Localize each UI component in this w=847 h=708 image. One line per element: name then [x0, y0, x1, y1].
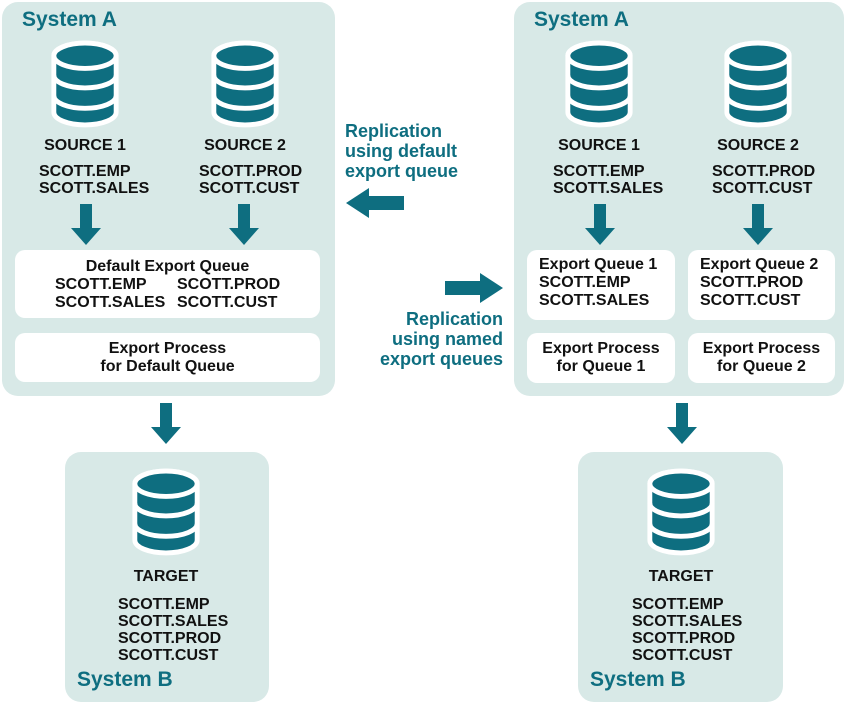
arrow-right-icon — [445, 273, 503, 303]
default-export-queue-tables: SCOTT.EMP SCOTT.SALES SCOTT.PROD SCOTT.C… — [15, 276, 320, 312]
label-line: Replication — [345, 121, 443, 141]
table-name: SCOTT.SALES — [118, 613, 229, 630]
arrow-down-icon — [229, 204, 259, 245]
table-name: SCOTT.PROD — [632, 630, 736, 647]
table-name: SCOTT.PROD — [118, 630, 222, 647]
target-label: TARGET — [133, 568, 199, 585]
source-2-tables: SCOTT.PROD SCOTT.CUST — [199, 163, 302, 197]
export-queue-1-title: Export Queue 1 — [539, 256, 658, 273]
default-export-queue-box: Default Export Queue SCOTT.EMP SCOTT.SAL… — [15, 250, 320, 318]
table-name: SCOTT.EMP — [553, 163, 645, 180]
source-2-label: SOURCE 2 — [717, 137, 799, 154]
label-line: export queue — [345, 161, 459, 181]
system-b-right-panel: TARGET SCOTT.EMP SCOTT.SALES SCOTT.PROD … — [578, 452, 783, 702]
source-2-label: SOURCE 2 — [204, 137, 286, 154]
export-process-line: for Queue 1 — [556, 358, 646, 375]
export-process-default-box: Export Process for Default Queue — [15, 333, 320, 382]
database-icon — [48, 39, 122, 129]
database-icon — [644, 467, 718, 557]
table-name: SCOTT.PROD — [700, 274, 804, 291]
system-a-title: System A — [22, 8, 117, 31]
table-name: SCOTT.CUST — [118, 647, 219, 664]
table-name: SCOTT.CUST — [632, 647, 733, 664]
target-tables: SCOTT.EMP SCOTT.SALES SCOTT.PROD SCOTT.C… — [632, 596, 742, 664]
source-1-tables: SCOTT.EMP SCOTT.SALES — [553, 163, 663, 197]
database-icon — [562, 39, 636, 129]
export-process-line: Export Process — [542, 340, 660, 357]
arrow-down-icon — [743, 204, 773, 245]
table-name: SCOTT.PROD — [177, 276, 281, 293]
database-icon — [721, 39, 795, 129]
export-process-line: for Default Queue — [100, 358, 235, 375]
table-name: SCOTT.SALES — [539, 292, 650, 309]
table-name: SCOTT.EMP — [39, 163, 131, 180]
arrow-down-icon — [71, 204, 101, 245]
export-queue-2-box: Export Queue 2 SCOTT.PROD SCOTT.CUST — [688, 250, 835, 320]
system-b-title: System B — [77, 668, 173, 691]
source-2-tables: SCOTT.PROD SCOTT.CUST — [712, 163, 815, 197]
source-1-label: SOURCE 1 — [44, 137, 126, 154]
export-process-queue-1-box: Export Process for Queue 1 — [527, 333, 675, 383]
table-name: SCOTT.PROD — [712, 163, 816, 180]
system-a-left-panel: System A SOURCE 1 SOURCE 2 SCOTT.EMP SCO… — [2, 2, 335, 396]
export-queue-1-box: Export Queue 1 SCOTT.EMP SCOTT.SALES — [527, 250, 675, 320]
arrow-down-icon — [151, 403, 181, 444]
table-name: SCOTT.EMP — [632, 596, 724, 613]
table-name: SCOTT.SALES — [632, 613, 743, 630]
replication-default-label: Replication using default export queue — [345, 121, 458, 181]
export-process-queue-2-box: Export Process for Queue 2 — [688, 333, 835, 383]
export-process-line: for Queue 2 — [717, 358, 806, 375]
table-name: SCOTT.EMP — [55, 276, 147, 293]
export-queue-2-title: Export Queue 2 — [700, 256, 819, 273]
table-name: SCOTT.CUST — [177, 294, 278, 311]
table-name: SCOTT.CUST — [700, 292, 801, 309]
replication-named-label: Replication using named export queues — [335, 309, 503, 369]
system-a-title: System A — [534, 8, 629, 31]
arrow-down-icon — [585, 204, 615, 245]
table-name: SCOTT.CUST — [199, 180, 300, 197]
table-name: SCOTT.EMP — [118, 596, 210, 613]
source-1-label: SOURCE 1 — [558, 137, 640, 154]
label-line: Replication — [405, 309, 503, 329]
database-icon — [208, 39, 282, 129]
system-b-title: System B — [590, 668, 686, 691]
target-tables: SCOTT.EMP SCOTT.SALES SCOTT.PROD SCOTT.C… — [118, 596, 228, 664]
label-line: using named — [391, 329, 503, 349]
system-a-right-panel: System A SOURCE 1 SOURCE 2 SCOTT.EMP SCO… — [514, 2, 844, 396]
export-process-line: Export Process — [702, 340, 821, 357]
table-name: SCOTT.CUST — [712, 180, 813, 197]
table-name: SCOTT.EMP — [539, 274, 631, 291]
table-name: SCOTT.PROD — [199, 163, 303, 180]
export-process-line: Export Process — [108, 340, 227, 357]
table-name: SCOTT.SALES — [553, 180, 664, 197]
default-export-queue-title: Default Export Queue — [85, 258, 250, 275]
label-line: using default — [345, 141, 457, 161]
target-label: TARGET — [648, 568, 714, 585]
label-line: export queues — [379, 349, 503, 369]
source-1-tables: SCOTT.EMP SCOTT.SALES — [39, 163, 149, 197]
table-name: SCOTT.SALES — [39, 180, 150, 197]
system-b-left-panel: TARGET SCOTT.EMP SCOTT.SALES SCOTT.PROD … — [65, 452, 269, 702]
arrow-down-icon — [667, 403, 697, 444]
arrow-left-icon — [346, 188, 404, 218]
database-icon — [129, 467, 203, 557]
table-name: SCOTT.SALES — [55, 294, 166, 311]
